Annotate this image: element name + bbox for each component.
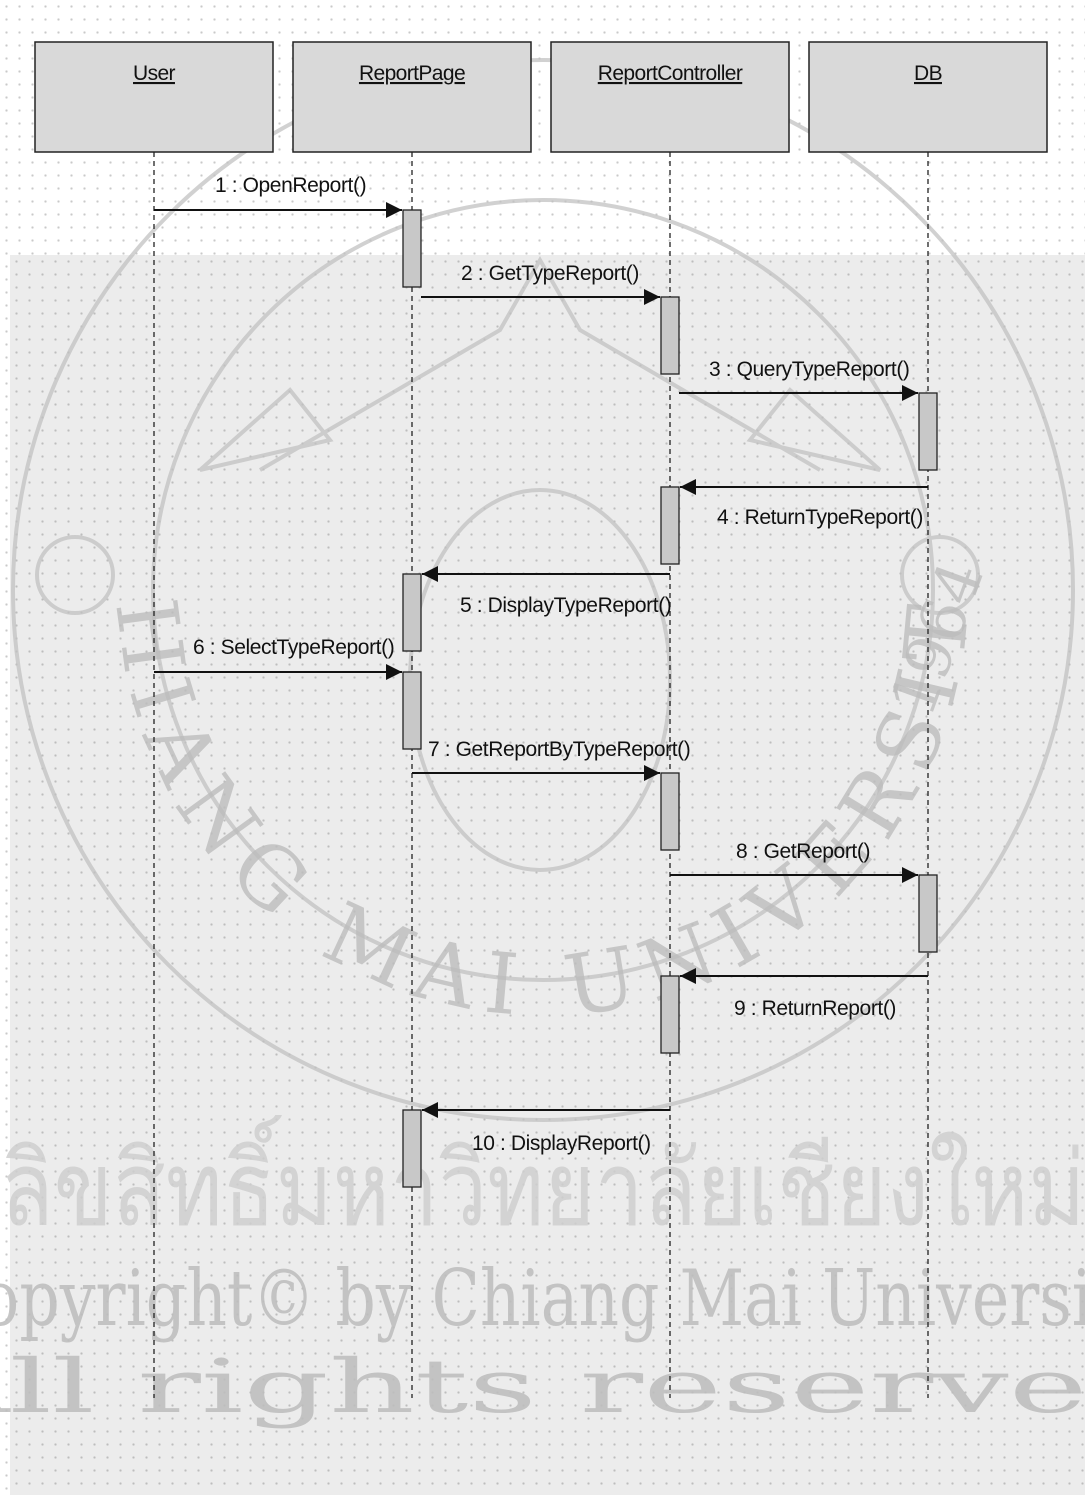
message-2-get-type-report[interactable]: 2 : GetTypeReport()	[421, 262, 660, 297]
message-label: 5 : DisplayTypeReport()	[460, 594, 671, 617]
message-label: 6 : SelectTypeReport()	[193, 636, 394, 659]
activation-bar	[661, 297, 679, 374]
message-5-display-type-report[interactable]: 5 : DisplayTypeReport()	[422, 574, 671, 617]
message-7-get-report-by-type-report[interactable]: 7 : GetReportByTypeReport()	[412, 738, 690, 773]
activation-bar	[661, 976, 679, 1053]
lifeline-box	[293, 42, 531, 152]
activation-bar	[919, 393, 937, 470]
lifeline-box	[35, 42, 273, 152]
message-1-open-report[interactable]: 1 : OpenReport()	[154, 174, 402, 210]
message-label: 1 : OpenReport()	[215, 174, 366, 197]
message-3-query-type-report[interactable]: 3 : QueryTypeReport()	[679, 358, 918, 393]
activation-bar	[661, 487, 679, 564]
lifeline-label: ReportPage	[359, 62, 465, 85]
message-label: 4 : ReturnTypeReport()	[717, 506, 923, 529]
message-label: 10 : DisplayReport()	[472, 1132, 651, 1155]
activation-bar	[403, 574, 421, 651]
message-10-display-report[interactable]: 10 : DisplayReport()	[422, 1110, 670, 1155]
message-4-return-type-report[interactable]: 4 : ReturnTypeReport()	[680, 487, 928, 529]
activation-bar	[403, 210, 421, 287]
activation-bar	[919, 875, 937, 952]
lifeline-db[interactable]: DB	[809, 42, 1047, 152]
message-9-return-report[interactable]: 9 : ReturnReport()	[680, 976, 928, 1020]
message-8-get-report[interactable]: 8 : GetReport()	[670, 840, 918, 875]
message-6-select-type-report[interactable]: 6 : SelectTypeReport()	[154, 636, 402, 672]
message-label: 3 : QueryTypeReport()	[709, 358, 910, 381]
message-label: 2 : GetTypeReport()	[461, 262, 639, 285]
activation-bar	[661, 773, 679, 850]
lifeline-report-page[interactable]: ReportPage	[293, 42, 531, 152]
lifeline-label: DB	[914, 62, 942, 85]
message-label: 7 : GetReportByTypeReport()	[428, 738, 690, 761]
activation-bar	[403, 1110, 421, 1187]
activation-bar	[403, 672, 421, 749]
lifeline-box	[551, 42, 789, 152]
lifeline-box	[809, 42, 1047, 152]
message-label: 8 : GetReport()	[736, 840, 870, 863]
lifeline-label: ReportController	[598, 62, 743, 85]
lifeline-label: User	[133, 62, 176, 85]
lifeline-user[interactable]: User	[35, 42, 273, 152]
lifeline-report-controller[interactable]: ReportController	[551, 42, 789, 152]
message-label: 9 : ReturnReport()	[734, 997, 896, 1020]
